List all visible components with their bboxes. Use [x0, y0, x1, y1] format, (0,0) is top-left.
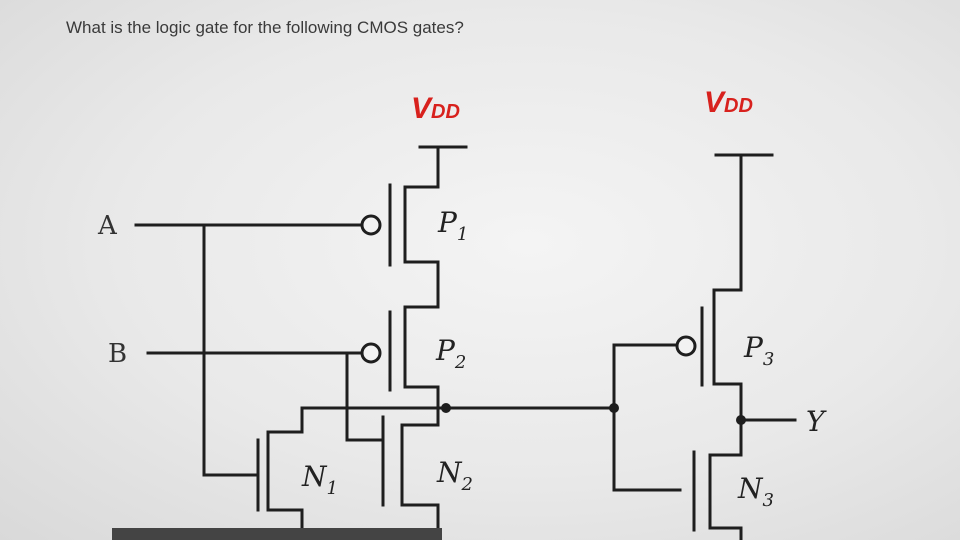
p3-label: P3 — [743, 331, 774, 370]
p3-bubble — [675, 335, 697, 357]
p1-label: P1 — [437, 206, 468, 245]
p1-channel — [403, 185, 440, 264]
p2-bubble — [360, 342, 382, 364]
junction-dot — [609, 403, 619, 413]
n1-label: N1 — [301, 460, 338, 499]
n2-label: N2 — [436, 456, 473, 495]
question-text: What is the logic gate for the following… — [66, 18, 464, 37]
input-b-label: B — [108, 339, 127, 369]
p2-channel — [403, 305, 440, 389]
input-a-to-n1 — [202, 223, 260, 477]
p1-bubble — [360, 214, 382, 236]
vdd-label-2: VDD — [704, 86, 753, 119]
p2-label: P2 — [435, 334, 466, 373]
n3-channel — [708, 453, 743, 530]
junction-dot — [441, 403, 451, 413]
output-y-label: Y — [806, 405, 827, 438]
input-b-to-n2 — [345, 351, 385, 442]
vdd-label-1: VDD — [411, 92, 460, 125]
n2-channel — [400, 423, 440, 507]
inverter-input-wire — [612, 343, 682, 492]
taskbar-edge — [112, 528, 442, 540]
junction-dot — [736, 415, 746, 425]
p3-channel — [712, 288, 743, 386]
n3-label: N3 — [737, 472, 774, 511]
n1-channel — [266, 406, 304, 512]
input-a-label: A — [97, 211, 118, 241]
